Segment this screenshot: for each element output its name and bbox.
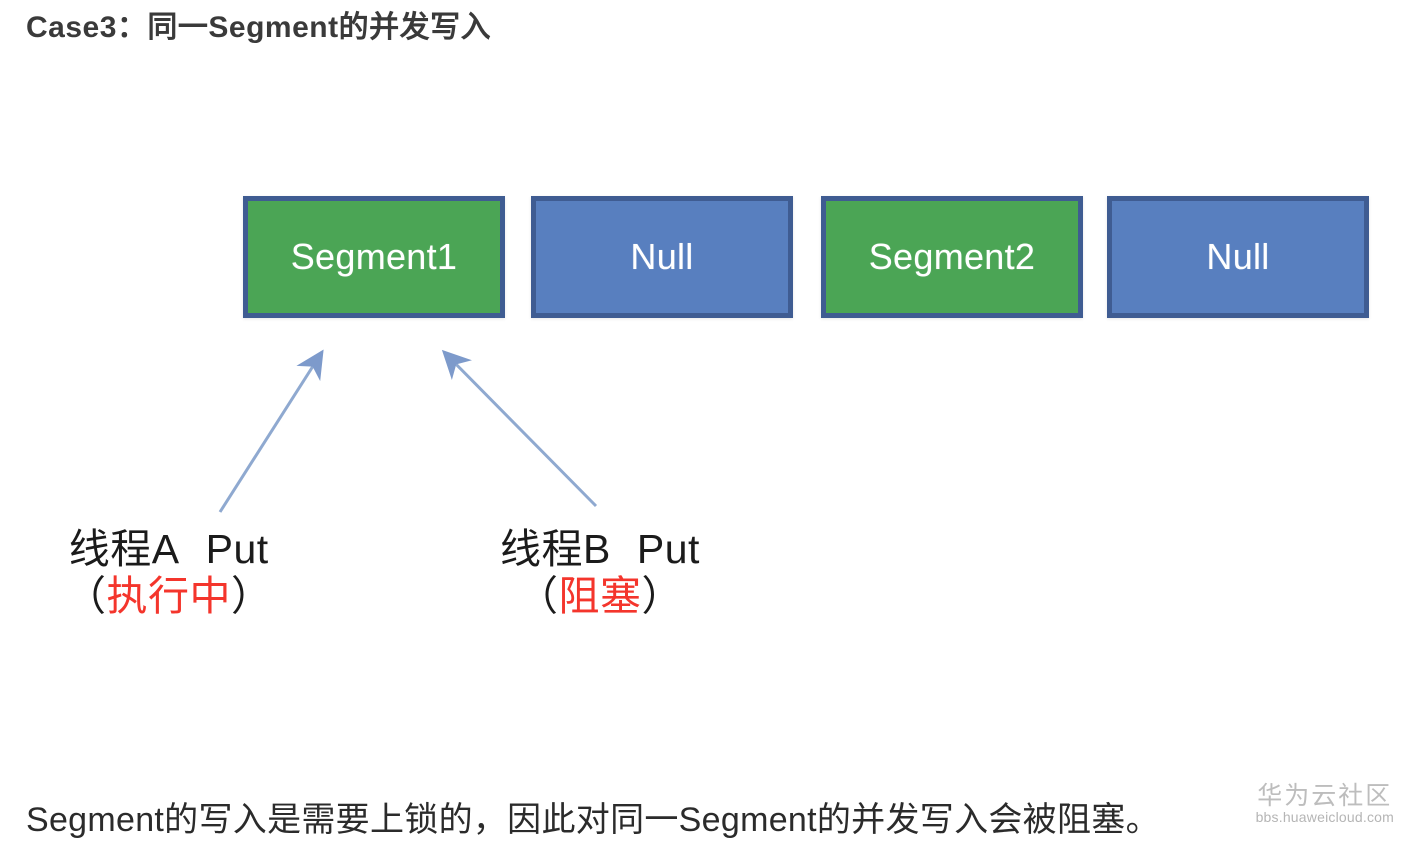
arrow-thread-b-to-segment1 [441,349,598,508]
segment-box-label: Null [1206,236,1270,277]
segment-box-label: Null [630,236,694,277]
segment-box-3[interactable]: Null [1107,196,1369,318]
watermark-url: bbs.huaweicloud.com [1255,809,1394,826]
segment-box-2[interactable]: Segment2 [821,196,1083,318]
paren-open: （ [516,573,559,620]
arrow-thread-a-to-segment1 [218,349,324,513]
paren-open: （ [65,573,107,620]
thread-annotation-b: 线程B Put （阻塞） [500,526,700,622]
thread-b-state: 阻塞 [558,573,642,620]
thread-a-state-line: （执行中） [65,571,273,622]
segment-box-label: Segment2 [868,236,1036,277]
thread-b-header: 线程B Put [500,526,700,572]
segment-array: Segment1 Null Segment2 Null [243,196,1369,318]
thread-a-operation: Put [205,526,269,572]
segment-box-1[interactable]: Null [531,196,793,318]
slide-caption: Segment的写入是需要上锁的，因此对同一Segment的并发写入会被阻塞。 [26,801,1160,839]
thread-b-state-line: （阻塞） [500,571,700,622]
thread-a-state: 执行中 [106,573,231,620]
watermark: 华为云社区 bbs.huaweicloud.com [1255,782,1394,826]
thread-a-name: 线程A [68,526,180,572]
segment-box-0[interactable]: Segment1 [243,196,505,318]
thread-annotation-a: 线程A Put （执行中） [65,526,273,622]
thread-b-operation: Put [636,526,700,572]
watermark-brand: 华为云社区 [1257,782,1393,810]
segment-box-label: Segment1 [290,236,458,277]
page-title: Case3：同一Segment的并发写入 [26,11,492,44]
thread-b-name: 线程B [500,526,611,572]
paren-close: ） [641,573,683,620]
paren-close: ） [231,573,273,620]
thread-a-header: 线程A Put [65,526,273,572]
